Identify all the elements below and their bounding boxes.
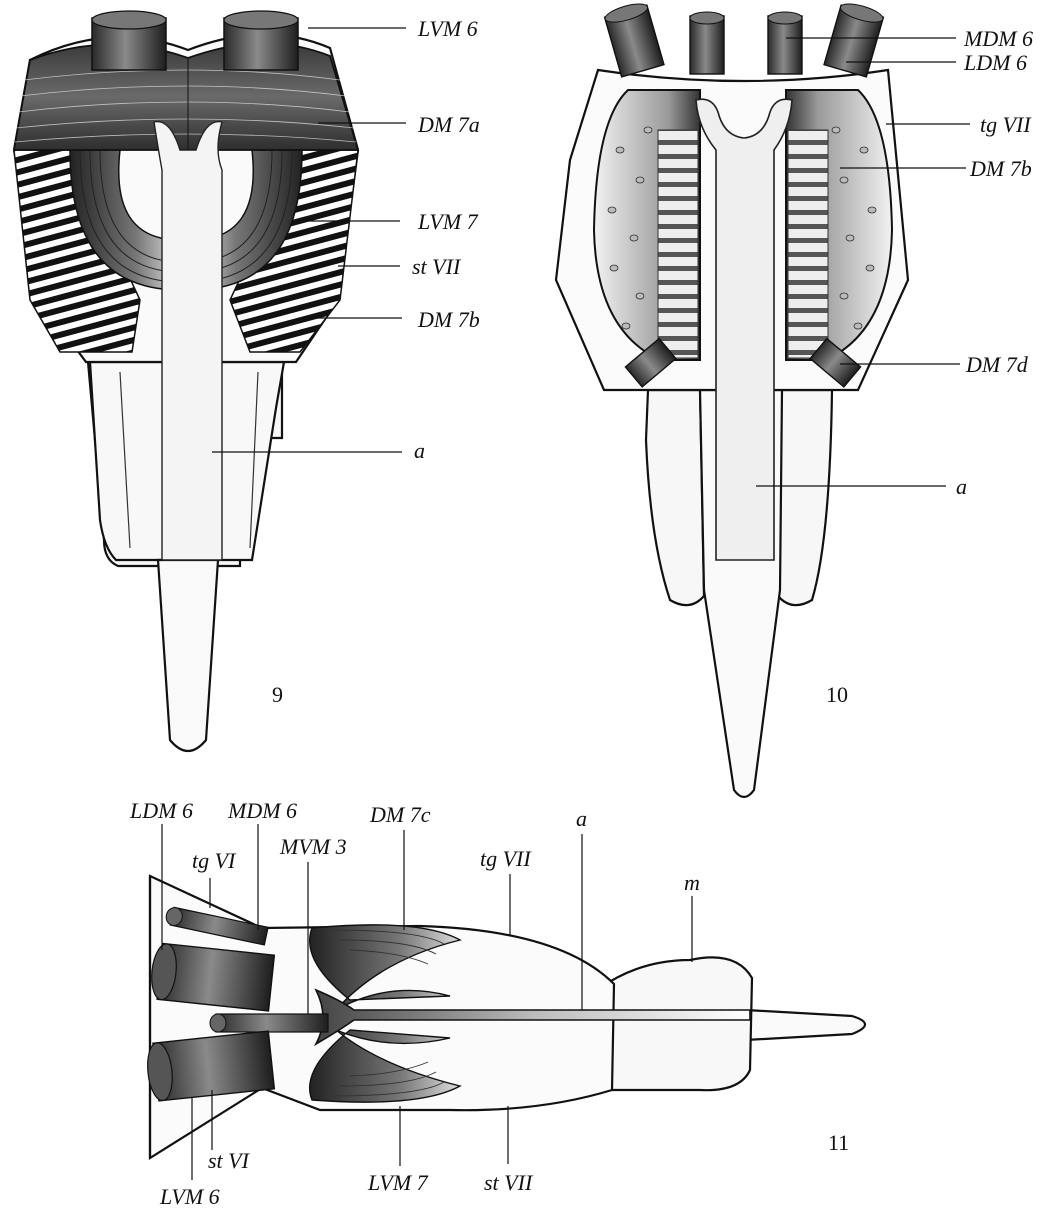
fig10-rungs-right xyxy=(788,130,828,358)
fig11-label-lvm7: LVM 7 xyxy=(367,1170,429,1195)
figure-10: MDM 6 LDM 6 tg VII DM 7b DM 7d a 10 xyxy=(556,0,1033,797)
fig11-tip xyxy=(746,1010,865,1040)
fig11-label-ldm6: LDM 6 xyxy=(129,798,193,823)
fig10-ldm6-left xyxy=(603,0,664,77)
fig9-apodeme xyxy=(154,122,222,560)
fig9-label-a: a xyxy=(414,438,425,463)
fig11-lvm6-lower xyxy=(145,1031,274,1102)
figure-9: LVM 6 DM 7a LVM 7 st VII DM 7b a 9 xyxy=(14,11,480,751)
fig11-label-tg-vii: tg VII xyxy=(480,846,532,871)
fig10-label-tg-vii: tg VII xyxy=(980,112,1032,137)
fig10-label-mdm6: MDM 6 xyxy=(963,26,1033,51)
fig9-label-dm7a: DM 7a xyxy=(417,112,480,137)
fig11-label-st-vii: st VII xyxy=(484,1170,534,1195)
fig9-lvm6-left xyxy=(92,11,166,70)
fig9-number: 9 xyxy=(272,682,283,707)
figure-11: LDM 6 MDM 6 tg VI MVM 3 DM 7c a tg VII m… xyxy=(129,798,865,1209)
fig10-mdm6-left xyxy=(690,12,724,74)
fig10-label-a: a xyxy=(956,474,967,499)
fig11-label-lvm6: LVM 6 xyxy=(159,1184,220,1209)
fig11-label-mdm6: MDM 6 xyxy=(227,798,297,823)
fig11-distal-segment xyxy=(600,957,752,1090)
fig11-label-tg-vi: tg VI xyxy=(192,848,237,873)
fig9-label-dm7b: DM 7b xyxy=(417,307,480,332)
fig11-lvm6-upper xyxy=(149,943,274,1011)
fig10-label-dm7d: DM 7d xyxy=(965,352,1029,377)
fig11-label-a: a xyxy=(576,806,587,831)
fig10-rungs-left xyxy=(658,130,698,358)
fig9-lvm6-right xyxy=(224,11,298,70)
fig11-label-m: m xyxy=(684,870,700,895)
fig10-number: 10 xyxy=(826,682,848,707)
fig10-left-valve xyxy=(646,390,704,605)
fig11-label-st-vi: st VI xyxy=(208,1148,251,1173)
fig10-label-dm7b: DM 7b xyxy=(969,156,1032,181)
fig10-mdm6-right xyxy=(768,12,802,74)
fig11-mvm3-rod xyxy=(210,1014,328,1032)
fig9-label-lvm7: LVM 7 xyxy=(417,209,479,234)
fig11-number: 11 xyxy=(828,1130,849,1155)
fig9-label-st-vii: st VII xyxy=(412,254,462,279)
fig10-label-ldm6: LDM 6 xyxy=(963,50,1027,75)
fig9-aedeagus-tip xyxy=(158,560,218,751)
fig11-label-mvm3: MVM 3 xyxy=(279,834,347,859)
fig11-label-dm7c: DM 7c xyxy=(369,802,431,827)
fig10-right-valve xyxy=(778,390,832,605)
fig9-label-lvm6: LVM 6 xyxy=(417,16,478,41)
